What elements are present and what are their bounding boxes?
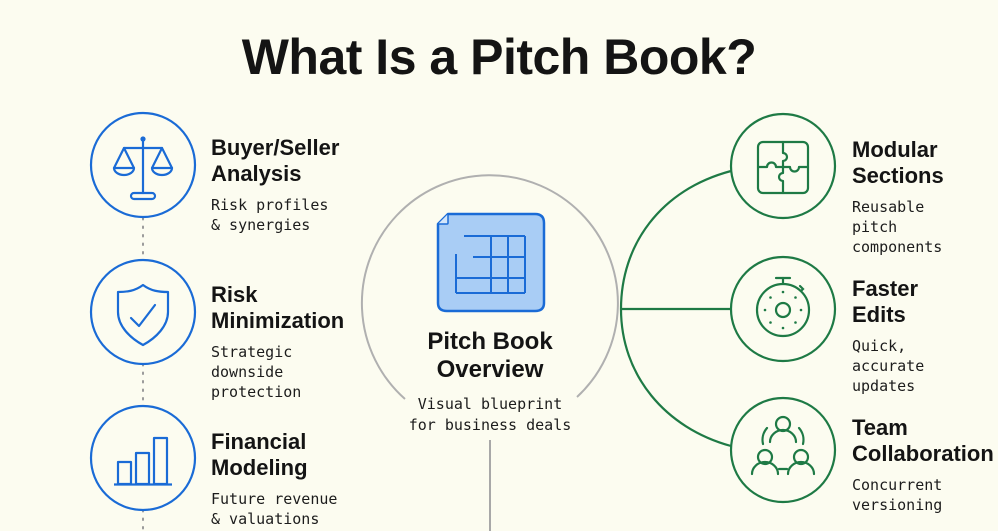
node-title: Faster Edits	[852, 276, 919, 327]
node-title: Modular Sections	[852, 137, 944, 188]
left-node-3-circle	[89, 404, 197, 512]
node-description: Quick, accurate updates	[852, 337, 925, 395]
right-node-3: Team Collaboration Concurrent versioning	[852, 415, 994, 515]
stopwatch-icon	[755, 276, 811, 338]
center-title: Pitch Book Overview	[427, 328, 553, 383]
node-title: Financial Modeling	[211, 429, 308, 480]
left-node-3: Financial Modeling Future revenue & valu…	[211, 429, 337, 529]
right-node-3-circle	[729, 396, 837, 504]
page-title: What Is a Pitch Book?	[241, 29, 757, 85]
shield-check-icon	[116, 283, 170, 347]
node-description: Reusable pitch components	[852, 198, 943, 256]
left-node-1-circle	[89, 111, 197, 219]
center-node: Pitch Book Overview Visual blueprint for…	[390, 328, 590, 436]
left-node-1: Buyer/Seller Analysis Risk profiles & sy…	[211, 135, 339, 235]
scales-icon	[112, 136, 174, 201]
node-title: Buyer/Seller Analysis	[211, 135, 340, 186]
right-node-1-circle	[729, 112, 837, 220]
node-title: Risk Minimization	[211, 282, 345, 333]
right-node-2: Faster Edits Quick, accurate updates	[852, 276, 924, 396]
node-description: Strategic downside protection	[211, 343, 302, 401]
node-description: Risk profiles & synergies	[211, 196, 329, 234]
right-node-2-circle	[729, 255, 837, 363]
center-circle	[360, 174, 619, 400]
bar-chart-icon	[114, 436, 172, 486]
node-description: Future revenue & valuations	[211, 490, 338, 528]
left-node-2-circle	[89, 258, 197, 366]
spreadsheet-document-icon	[436, 212, 546, 313]
puzzle-icon	[756, 140, 810, 195]
right-node-1: Modular Sections Reusable pitch componen…	[852, 137, 944, 257]
center-description: Visual blueprint for business deals	[408, 395, 572, 434]
team-icon	[750, 415, 816, 476]
node-description: Concurrent versioning	[852, 476, 943, 514]
left-node-2: Risk Minimization Strategic downside pro…	[211, 282, 344, 402]
node-title: Team Collaboration	[852, 415, 994, 466]
